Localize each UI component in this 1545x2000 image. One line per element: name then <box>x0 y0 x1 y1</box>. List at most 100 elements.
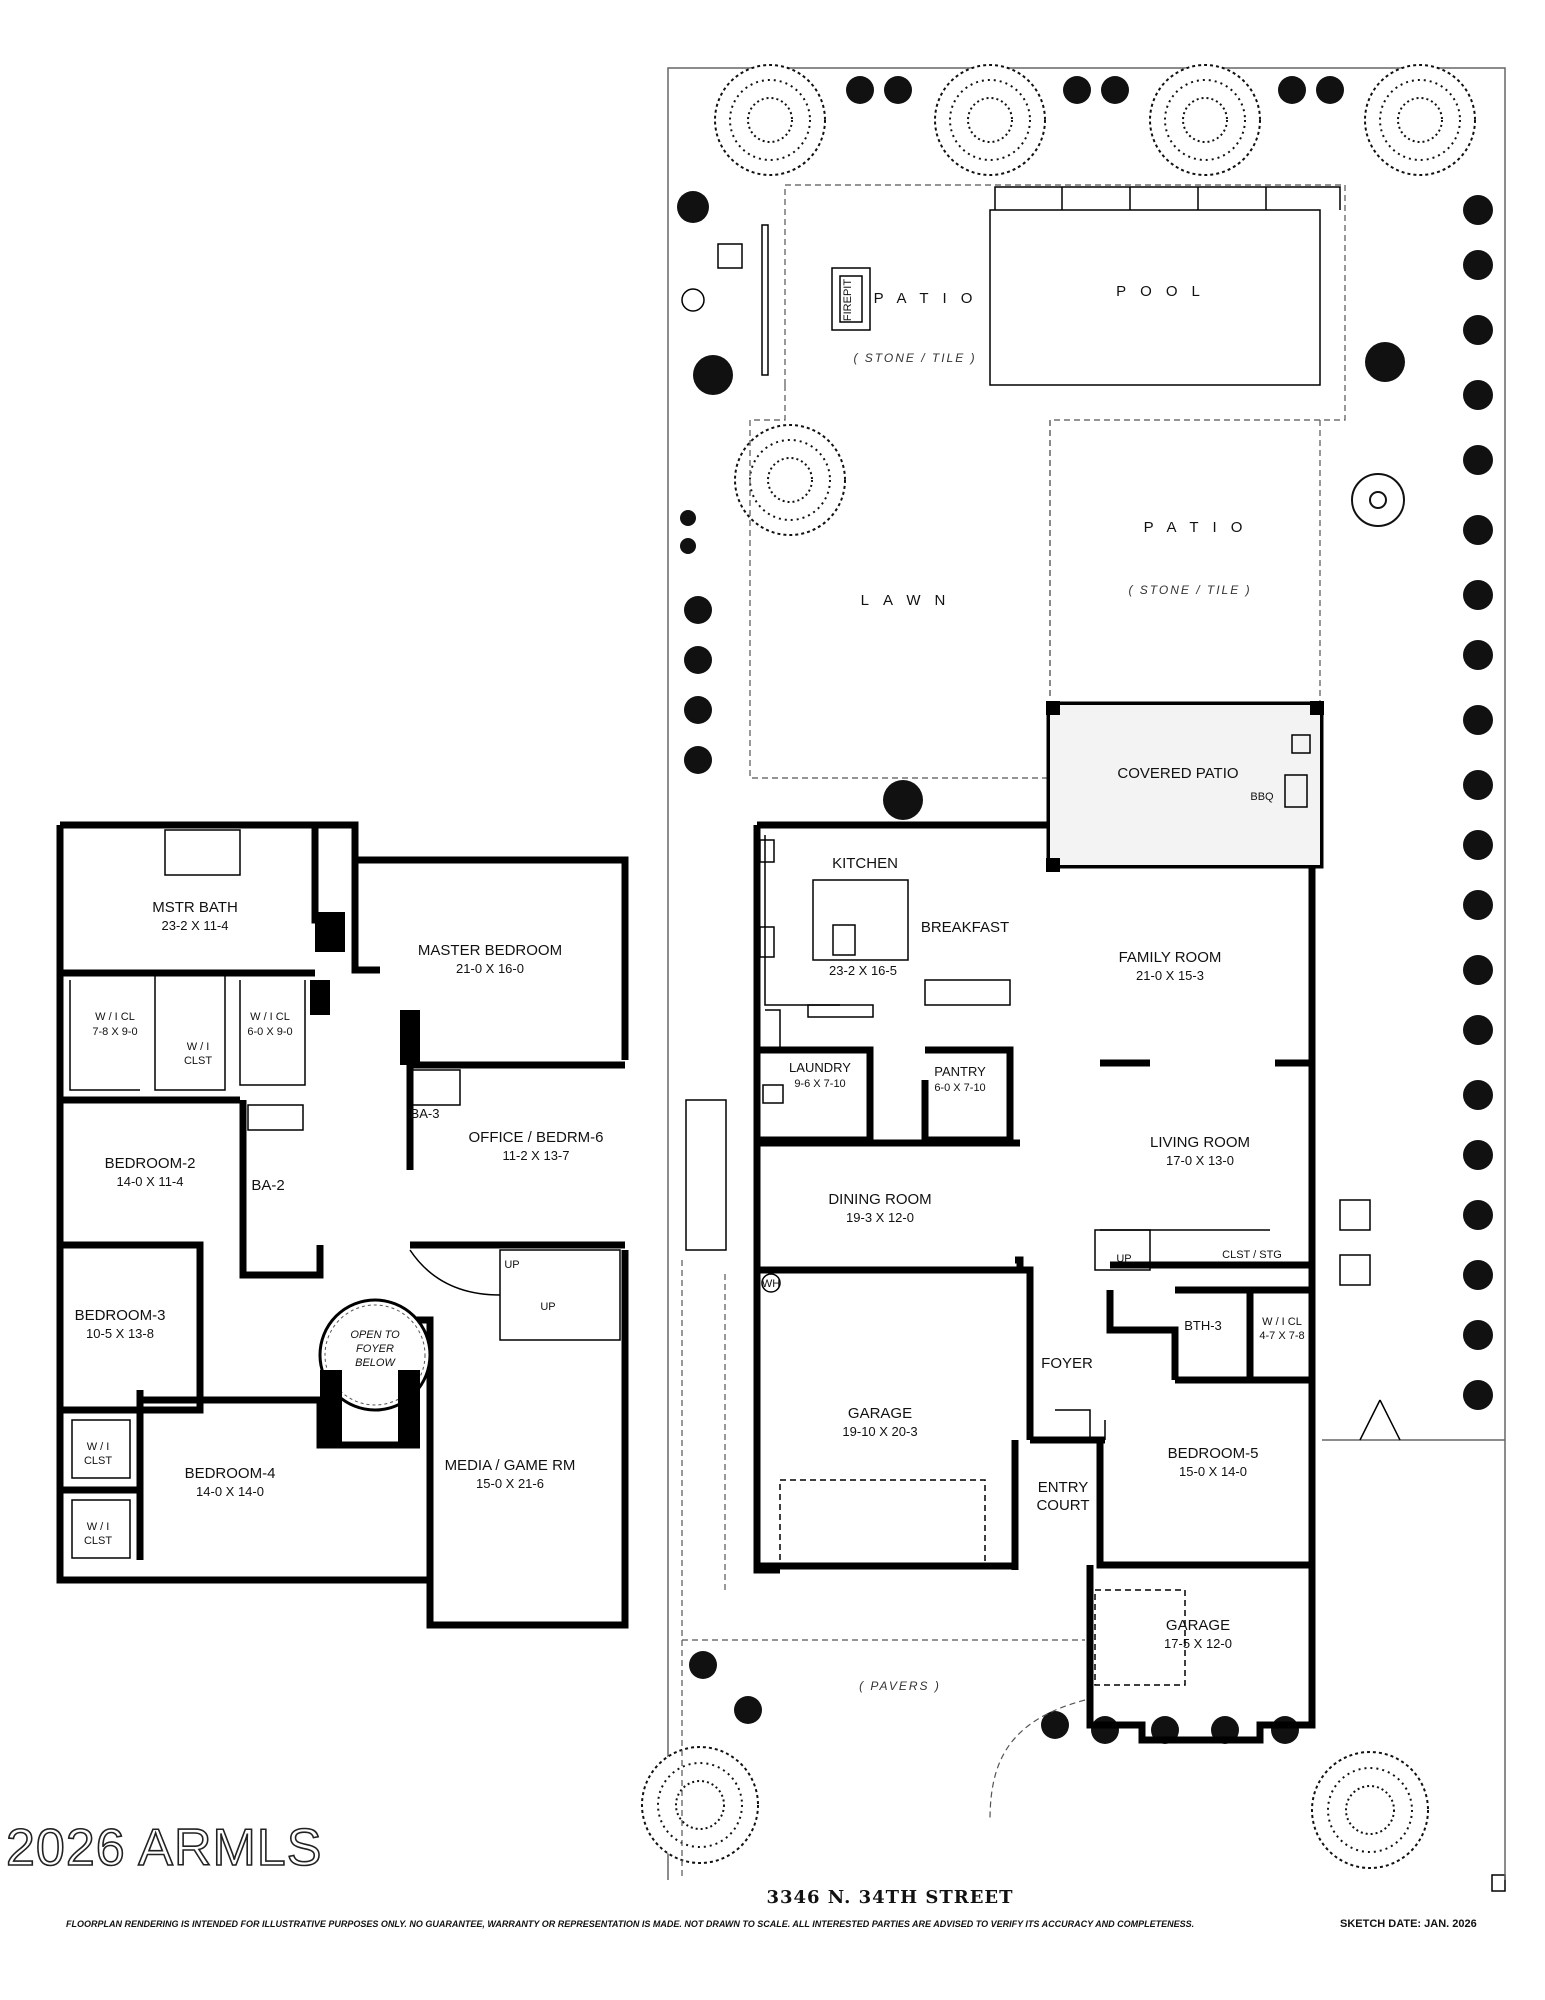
room-dimensions: 14-0 X 14-0 <box>196 1484 264 1499</box>
shrub-icon <box>1463 705 1493 735</box>
room-dimensions: 10-5 X 13-8 <box>86 1326 154 1341</box>
shrub-icon <box>1463 380 1493 410</box>
room-label: W / I <box>87 1521 110 1533</box>
room-dimensions: CLST <box>84 1535 112 1547</box>
yard-labels: PATIO ( STONE / TILE ) POOL FIREPIT LAWN… <box>842 279 1257 1693</box>
shrub-icon <box>693 355 733 395</box>
trees <box>641 64 1476 1869</box>
area-label: FIREPIT <box>842 279 854 321</box>
tree-icon <box>734 424 846 536</box>
room-label: OPEN TO <box>350 1329 400 1341</box>
yard-hardscape <box>681 184 1401 1880</box>
tree-icon <box>1311 1751 1429 1869</box>
shrub-icon <box>734 1696 762 1724</box>
bench <box>761 224 769 376</box>
room-label: FOYER <box>356 1343 394 1355</box>
room-label: PANTRY <box>934 1064 986 1079</box>
room-dimensions: 6-0 X 7-10 <box>934 1082 985 1094</box>
shrub-icon <box>680 510 696 526</box>
room-label: LIVING ROOM <box>1150 1134 1250 1151</box>
shrub-icon <box>1041 1711 1069 1739</box>
tree-icon <box>714 64 826 176</box>
room-label: BTH-3 <box>1184 1318 1222 1333</box>
shrub-icon <box>1463 315 1493 345</box>
flower-icon <box>1351 473 1405 527</box>
shrub-icon <box>1463 1260 1493 1290</box>
room-dimensions: CLST <box>184 1055 212 1067</box>
fixture-label: BBQ <box>1250 791 1274 803</box>
watermark: 2026 ARMLS <box>5 1818 323 1878</box>
shrub-icon <box>1463 580 1493 610</box>
room-dimensions: 15-0 X 14-0 <box>1179 1464 1247 1479</box>
room-label: MEDIA / GAME RM <box>445 1457 576 1474</box>
shrub-icon <box>689 1651 717 1679</box>
area-label: POOL <box>1116 283 1214 300</box>
shrub-icon <box>1463 1080 1493 1110</box>
room-dimensions: 4-7 X 7-8 <box>1259 1330 1304 1342</box>
room-label: W / I CL <box>95 1011 135 1023</box>
room-label: COURT <box>1036 1497 1089 1514</box>
room-label: FAMILY ROOM <box>1119 949 1222 966</box>
shrub-icon <box>684 696 712 724</box>
main-floor-walls <box>753 701 1324 1744</box>
room-label: KITCHEN <box>832 855 898 872</box>
room-dimensions: 14-0 X 11-4 <box>117 1174 184 1189</box>
room-label: BEDROOM-3 <box>75 1307 166 1324</box>
room-label: OFFICE / BEDRM-6 <box>468 1129 603 1146</box>
shrub-icon <box>680 538 696 554</box>
room-dimensions: 19-3 X 12-0 <box>846 1210 914 1225</box>
shrub-icon <box>1463 770 1493 800</box>
upper-floor-walls <box>56 821 629 1629</box>
area-label: LAWN <box>861 592 960 609</box>
shrub-icon <box>684 746 712 774</box>
room-dimensions: 17-5 X 12-0 <box>1164 1636 1232 1651</box>
shrub-icon <box>846 76 874 104</box>
room-label: BEDROOM-2 <box>105 1155 196 1172</box>
planter <box>717 243 743 269</box>
shrub-icon <box>1463 1200 1493 1230</box>
shrub-icon <box>883 780 923 820</box>
shrub-icon <box>1463 195 1493 225</box>
room-dimensions: 7-8 X 9-0 <box>92 1026 137 1038</box>
shrub-icon <box>884 76 912 104</box>
room-label: W / I <box>187 1041 210 1053</box>
room-label: BELOW <box>355 1357 396 1369</box>
room-label: BEDROOM-5 <box>1168 1445 1259 1462</box>
lot-boundary <box>667 67 1506 1892</box>
area-note: ( STONE / TILE ) <box>853 351 976 365</box>
room-label: W / I CL <box>250 1011 290 1023</box>
stair-label: UP <box>504 1259 519 1271</box>
room-dimensions: 19-10 X 20-3 <box>842 1424 917 1439</box>
room-dimensions: 6-0 X 9-0 <box>247 1026 292 1038</box>
room-label: BREAKFAST <box>921 919 1009 936</box>
disclaimer: FLOORPLAN RENDERING IS INTENDED FOR ILLU… <box>66 1919 1195 1929</box>
shrub-icon <box>677 191 709 223</box>
stair-label: UP <box>540 1301 555 1313</box>
room-dimensions: 15-0 X 21-6 <box>476 1476 544 1491</box>
shrub-icon <box>684 646 712 674</box>
tree-icon <box>934 64 1046 176</box>
area-note: ( PAVERS ) <box>859 1679 941 1693</box>
shrub-icon <box>1365 342 1405 382</box>
room-label: COVERED PATIO <box>1117 765 1238 782</box>
room-dimensions: 11-2 X 13-7 <box>503 1148 570 1163</box>
tree-icon <box>1364 64 1476 176</box>
room-dimensions: 21-0 X 16-0 <box>456 961 524 976</box>
shrub-icon <box>1316 76 1344 104</box>
area-label: PATIO <box>1144 519 1257 536</box>
shrub-icon <box>684 596 712 624</box>
room-label: GARAGE <box>1166 1617 1230 1634</box>
firepit <box>831 267 871 331</box>
room-dimensions: 9-6 X 7-10 <box>794 1078 845 1090</box>
room-label: CLST / STG <box>1222 1249 1282 1261</box>
shrub-icon <box>1278 76 1306 104</box>
room-label: DINING ROOM <box>828 1191 931 1208</box>
room-dimensions: 23-2 X 16-5 <box>829 963 897 978</box>
shrub-icon <box>1463 640 1493 670</box>
room-dimensions: 21-0 X 15-3 <box>1136 968 1204 983</box>
shrub-icon <box>1463 830 1493 860</box>
room-label: W / I <box>87 1441 110 1453</box>
property-address: 3346 N. 34TH STREET <box>766 1887 1014 1908</box>
shrub-icon <box>1463 250 1493 280</box>
